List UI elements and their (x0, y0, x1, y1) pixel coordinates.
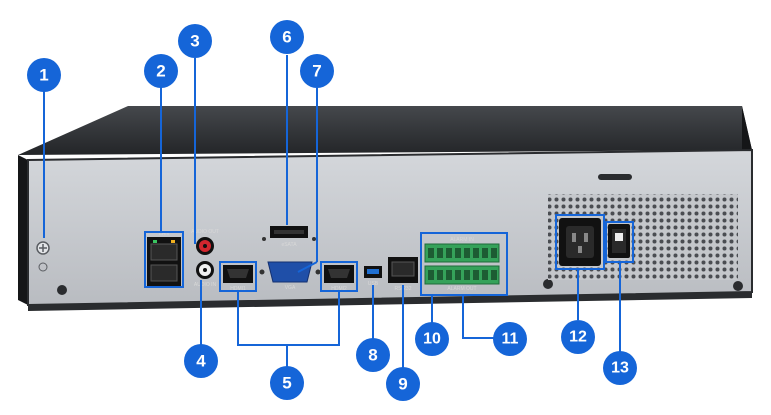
ethernet-ports: LAN (147, 231, 181, 287)
callout-badge-13: 13 (603, 351, 637, 385)
highlight-box-power-socket (555, 214, 605, 270)
panel-slot (598, 174, 632, 180)
svg-text:7: 7 (312, 62, 321, 81)
svg-text:6: 6 (282, 28, 291, 47)
rear-panel-bottom-rail (28, 292, 752, 311)
usb-port: USB (364, 266, 382, 287)
panel-screw (57, 285, 67, 295)
svg-text:1: 1 (39, 66, 48, 85)
hdmi1-label: HDMI1 (230, 286, 246, 292)
svg-text:13: 13 (611, 360, 629, 377)
svg-text:5: 5 (282, 374, 291, 393)
callout-badge-11: 11 (493, 322, 527, 356)
svg-text:3: 3 (190, 32, 199, 51)
callout-badge-4: 4 (184, 344, 218, 378)
hdmi2-label: HDMI2 (331, 286, 347, 292)
callout-badge-6: 6 (270, 20, 304, 54)
callout-line-7-elbow (297, 261, 318, 273)
panel-screw (543, 279, 553, 289)
vga-label: VGA (285, 285, 296, 291)
callout-line-5 (237, 291, 340, 346)
lan-port-label: LAN (159, 231, 169, 237)
panel-screw (733, 281, 743, 291)
chassis-top (18, 106, 752, 155)
usb-label: USB (368, 281, 379, 287)
callout-badge-2: 2 (144, 54, 178, 88)
audio-out-label: AUDIO OUT (191, 229, 219, 235)
callout-line-11 (462, 295, 494, 339)
highlight-box-ethernet (144, 231, 184, 288)
callout-lines (43, 55, 634, 370)
callout-badge-5: 5 (270, 366, 304, 400)
esata-label: eSATA (281, 242, 297, 248)
power-socket (559, 218, 601, 266)
callout-badge-10: 10 (415, 322, 449, 356)
power-switch (608, 224, 630, 258)
esata-port: eSATA (262, 226, 316, 248)
ground-symbol-icon (38, 262, 48, 272)
callout-badges: 1 2 3 4 5 6 7 8 (27, 20, 637, 401)
terminal-top-label: ALARM IN (450, 237, 474, 243)
audio-out-port: AUDIO OUT (191, 229, 219, 255)
chassis-left-side (18, 155, 28, 305)
audio-in-port: AUDIO IN (194, 261, 217, 288)
svg-text:2: 2 (156, 62, 165, 81)
callout-badge-8: 8 (356, 338, 390, 372)
svg-text:10: 10 (423, 331, 441, 348)
callout-badge-3: 3 (178, 24, 212, 58)
callout-badge-9: 9 (386, 367, 420, 401)
hdmi2-port: HDMI2 (324, 265, 354, 292)
nvr-chassis (18, 106, 753, 311)
audio-in-label: AUDIO IN (194, 282, 217, 288)
svg-text:8: 8 (368, 346, 377, 365)
vga-port: VGA (259, 261, 321, 291)
ground-screw (36, 241, 50, 272)
terminal-blocks: ALARM IN ALARM OUT (424, 237, 500, 292)
terminal-screws (428, 248, 497, 280)
hdmi1-port: HDMI1 (223, 265, 253, 292)
callout-badge-1: 1 (27, 58, 61, 92)
callout-badge-12: 12 (561, 320, 595, 354)
callout-badge-7: 7 (300, 54, 334, 88)
svg-text:4: 4 (196, 352, 206, 371)
svg-text:11: 11 (502, 331, 519, 348)
terminal-bottom-label: ALARM OUT (447, 286, 476, 292)
svg-text:9: 9 (398, 375, 407, 394)
svg-text:12: 12 (569, 329, 587, 346)
